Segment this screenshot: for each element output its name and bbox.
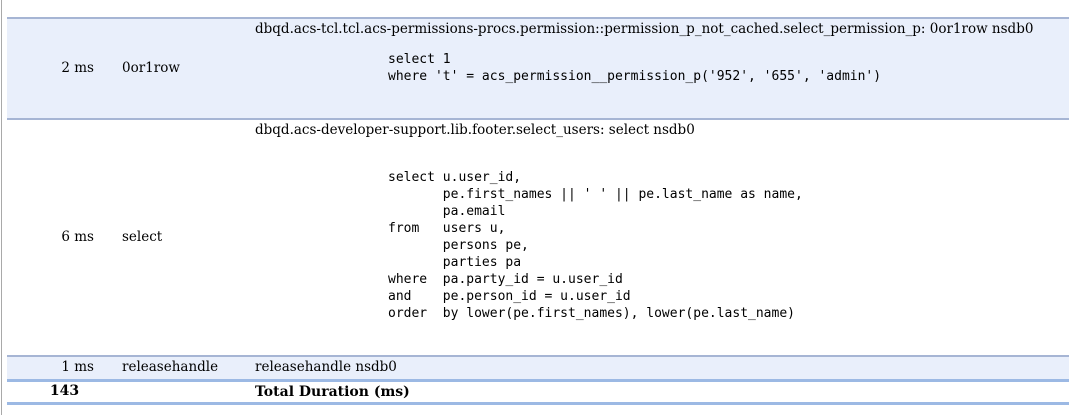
query-name: dbqd.acs-tcl.tcl.acs-permissions-procs.p… [255,21,1034,37]
query-name: releasehandle nsdb0 [255,359,397,375]
query-log-table: 2 ms 0or1row dbqd.acs-tcl.tcl.acs-permis… [7,17,1069,405]
query-name: dbqd.acs-developer-support.lib.footer.se… [255,122,695,138]
query-row: 2 ms 0or1row dbqd.acs-tcl.tcl.acs-permis… [7,18,1069,119]
duration-cell: 6 ms [61,229,94,245]
query-row: 1 ms releasehandle releasehandle nsdb0 [7,356,1069,380]
duration-cell: 1 ms [61,359,94,376]
window-left-edge [1,0,2,415]
sql-statement: select 1 where 't' = acs_permission__per… [388,52,882,84]
total-label-cell: Total Duration (ms) [255,380,1069,403]
total-duration-value: 143 [49,383,80,399]
total-row: 143 Total Duration (ms) [7,380,1069,403]
command-cell: select [122,229,163,245]
command-cell: 0or1row [122,60,180,76]
total-duration-label: Total Duration (ms) [255,383,410,400]
total-empty-cell [122,380,255,403]
query-cell: releasehandle nsdb0 [255,356,1069,380]
query-row: 6 ms select dbqd.acs-developer-support.l… [7,119,1069,356]
query-cell: dbqd.acs-tcl.tcl.acs-permissions-procs.p… [255,18,1069,119]
command-cell: releasehandle [122,359,219,376]
query-cell: dbqd.acs-developer-support.lib.footer.se… [255,119,1069,356]
sql-statement: select u.user_id, pe.first_names || ' ' … [388,170,803,321]
duration-cell: 2 ms [61,60,94,76]
